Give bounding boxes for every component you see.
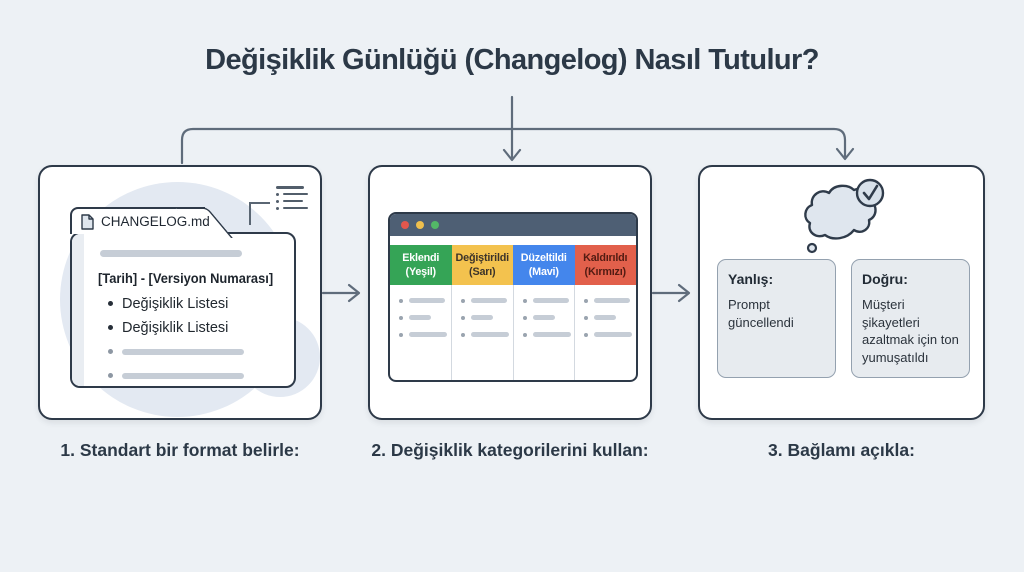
changelog-list: Değişiklik Listesi Değişiklik Listesi <box>98 296 288 383</box>
window-dot-yellow-icon <box>416 221 424 229</box>
category-header-row: Eklendi (Yeşil) Değiştirildi (Sarı) Düze… <box>390 245 636 285</box>
browser-titlebar <box>390 214 636 236</box>
category-duzeltildi: Düzeltildi (Mavi) <box>513 245 575 285</box>
arrowhead-panel3-icon <box>677 283 691 303</box>
check-icon <box>862 184 879 201</box>
window-dot-red-icon <box>401 221 409 229</box>
placeholder-row <box>575 315 636 320</box>
list-icon-row <box>276 199 308 203</box>
category-sublabel: (Sarı) <box>469 266 496 278</box>
category-column <box>390 285 452 380</box>
check-circle-icon <box>855 178 885 208</box>
list-icon <box>276 186 308 210</box>
changelog-heading: [Tarih] - [Versiyon Numarası] <box>98 270 274 286</box>
category-body <box>390 285 636 380</box>
category-kaldirildi: Kaldırıldı (Kırmızı) <box>574 245 636 285</box>
placeholder-row <box>514 315 575 320</box>
placeholder-row <box>390 298 451 303</box>
panel-context: Yanlış: Prompt güncellendi Doğru: Müşter… <box>698 165 985 420</box>
placeholder-line <box>122 372 244 379</box>
placeholder-row <box>452 332 513 337</box>
file-tab: CHANGELOG.md <box>70 207 210 234</box>
category-label: Eklendi <box>402 251 440 264</box>
category-sublabel: (Yeşil) <box>405 266 437 278</box>
wrong-text: Prompt güncellendi <box>728 297 794 330</box>
placeholder-row <box>514 332 575 337</box>
caption-step-3: 3. Bağlamı açıkla: <box>768 440 915 460</box>
category-column <box>514 285 576 380</box>
connector-branch-line <box>180 127 847 165</box>
list-item: Değişiklik Listesi <box>108 295 288 312</box>
bullet-dot <box>108 301 113 306</box>
category-label: Kaldırıldı <box>583 251 628 264</box>
list-item <box>108 368 288 383</box>
list-item: Değişiklik Listesi <box>108 319 288 336</box>
placeholder-row <box>390 315 451 320</box>
bullet-dot <box>108 349 113 354</box>
window-dot-green-icon <box>431 221 439 229</box>
placeholder-row <box>575 332 636 337</box>
category-column <box>575 285 636 380</box>
placeholder-row <box>575 298 636 303</box>
category-label: Düzeltildi <box>520 251 567 264</box>
page-edge <box>72 234 84 386</box>
placeholder-line <box>100 250 242 257</box>
category-sublabel: (Mavi) <box>528 266 559 278</box>
category-sublabel: (Kırmızı) <box>584 266 627 278</box>
category-label: Değiştirildi <box>455 251 510 264</box>
panel-categories: Eklendi (Yeşil) Değiştirildi (Sarı) Düze… <box>368 165 652 420</box>
list-icon-row <box>276 192 308 196</box>
changelog-item: Değişiklik Listesi <box>122 295 229 312</box>
bullet-dot <box>108 373 113 378</box>
thought-bubble-icon <box>804 178 885 254</box>
right-text: Müşteri şikayetleri azaltmak için ton yu… <box>862 297 959 365</box>
caption-step-1: 1. Standart bir format belirle: <box>60 440 300 460</box>
panel-standard-format: CHANGELOG.md [Tarih] - [Versiyon Numaras… <box>38 165 322 420</box>
callout-connector-line <box>249 202 270 225</box>
browser-window: Eklendi (Yeşil) Değiştirildi (Sarı) Düze… <box>388 212 638 382</box>
browser-toolbar-strip <box>390 236 636 245</box>
wrong-example-box: Yanlış: Prompt güncellendi <box>717 259 836 378</box>
placeholder-row <box>452 315 513 320</box>
arrowhead-center-icon <box>502 148 522 162</box>
bullet-dot <box>108 325 113 330</box>
placeholder-line <box>122 348 244 355</box>
caption-step-2: 2. Değişiklik kategorilerini kullan: <box>371 440 649 460</box>
right-example-box: Doğru: Müşteri şikayetleri azaltmak için… <box>851 259 970 378</box>
page-title: Değişiklik Günlüğü (Changelog) Nasıl Tut… <box>205 44 819 76</box>
placeholder-row <box>452 298 513 303</box>
placeholder-row <box>390 332 451 337</box>
placeholder-row <box>514 298 575 303</box>
file-content: [Tarih] - [Versiyon Numarası] Değişiklik… <box>98 248 288 392</box>
list-item <box>108 344 288 359</box>
category-degistirildi: Değiştirildi (Sarı) <box>451 245 513 285</box>
changelog-file: [Tarih] - [Versiyon Numarası] Değişiklik… <box>70 232 296 388</box>
wrong-label: Yanlış: <box>728 271 774 287</box>
changelog-item: Değişiklik Listesi <box>122 319 229 336</box>
list-icon-row <box>276 186 308 189</box>
arrowhead-right-icon <box>835 147 855 161</box>
category-column <box>452 285 514 380</box>
list-icon-row <box>276 206 308 210</box>
arrowhead-panel2-icon <box>347 283 361 303</box>
category-eklendi: Eklendi (Yeşil) <box>390 245 452 285</box>
document-icon <box>81 213 94 230</box>
file-name: CHANGELOG.md <box>101 214 210 229</box>
right-label: Doğru: <box>862 271 908 287</box>
